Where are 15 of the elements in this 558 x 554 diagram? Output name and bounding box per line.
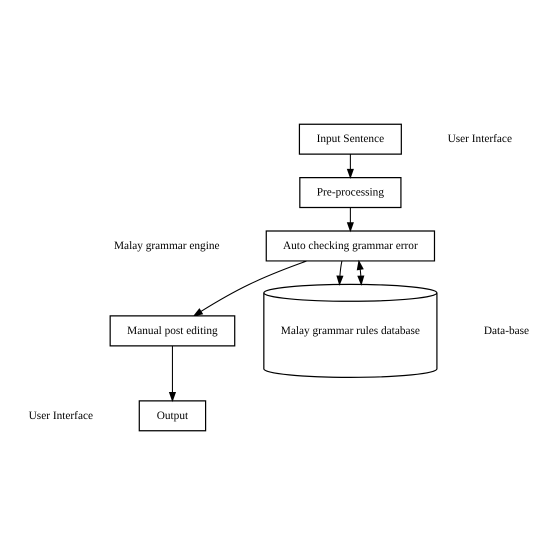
arrow (346, 207, 354, 232)
node-box: Manual post editing (110, 314, 236, 346)
arrow (192, 260, 308, 316)
node-box: Auto checking grammar error (266, 230, 436, 262)
arrow (346, 154, 354, 179)
node-box: Pre-processing (299, 176, 402, 208)
label: User Interface (448, 132, 512, 145)
node-box: Output (138, 400, 206, 431)
node-box: Input Sentence (298, 123, 402, 154)
arrow (336, 260, 344, 286)
label: Malay grammar engine (114, 239, 220, 252)
label: User Interface (28, 409, 94, 422)
arrow (356, 259, 364, 286)
label: Data-base (484, 324, 530, 336)
arrow (168, 346, 176, 402)
